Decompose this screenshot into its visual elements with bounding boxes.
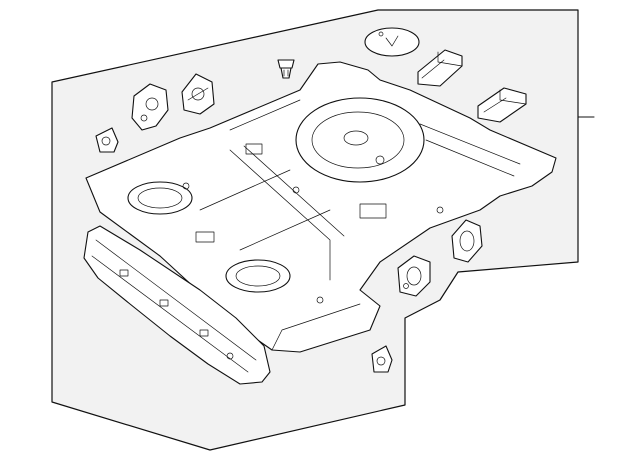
rear-floor-pan (85, 61, 557, 353)
support-bracket-lower (477, 87, 527, 123)
plug (277, 59, 295, 79)
mounting-bracket-left (131, 83, 169, 131)
side-reinforcement-right (451, 219, 483, 263)
rear-crossmember (83, 225, 271, 385)
mounting-bracket-right (181, 73, 215, 115)
spare-tire-cover (364, 27, 420, 57)
jack-pad-left (95, 127, 119, 153)
side-reinforcement-left (397, 255, 431, 297)
jack-pad-bottom (371, 345, 393, 373)
support-bracket-upper (417, 49, 463, 87)
